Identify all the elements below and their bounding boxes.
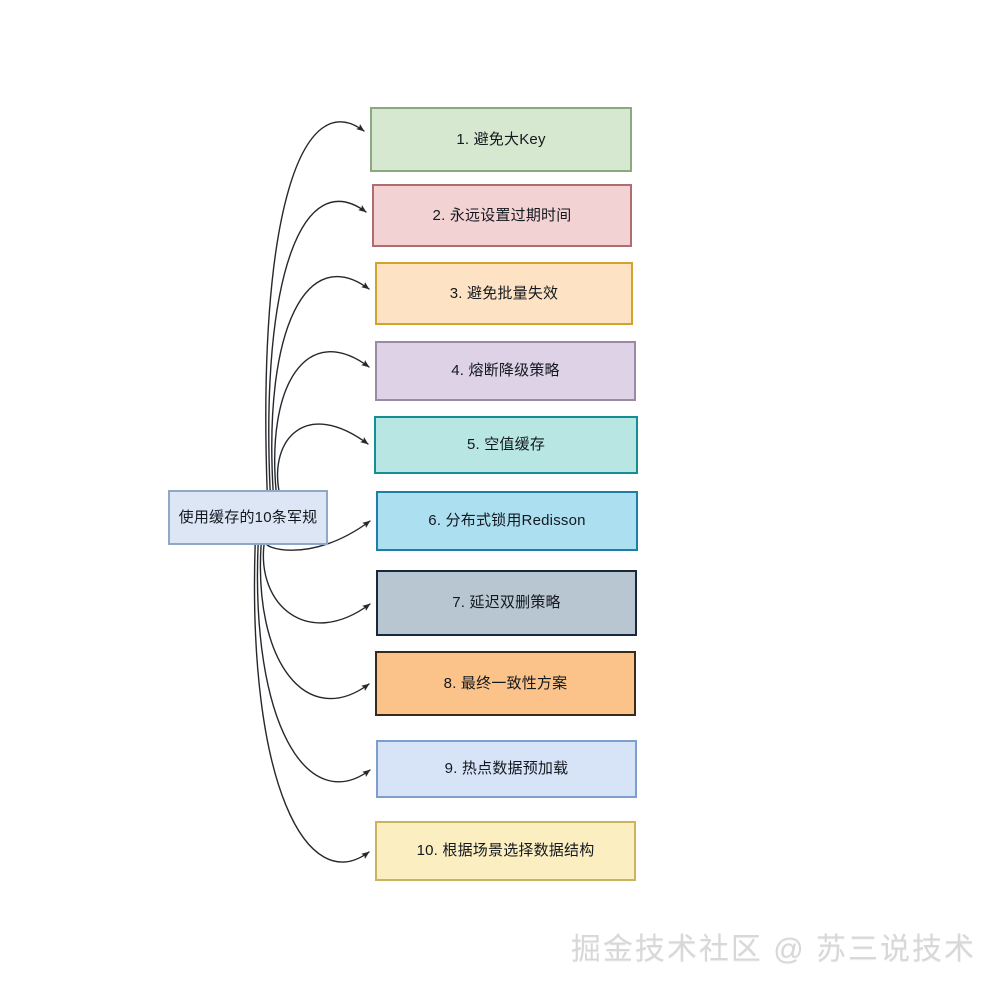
rule-node-label-10: 10. 根据场景选择数据结构 — [416, 842, 595, 860]
rule-node-1[interactable]: 1. 避免大Key — [370, 107, 632, 172]
edge-root-to-rule-3 — [271, 276, 370, 493]
rule-node-label-6: 6. 分布式锁用Redisson — [428, 512, 586, 530]
rule-node-label-7: 7. 延迟双删策略 — [452, 594, 561, 612]
root-node-label: 使用缓存的10条军规 — [178, 508, 318, 526]
rule-node-7[interactable]: 7. 延迟双删策略 — [376, 570, 637, 636]
rule-node-label-1: 1. 避免大Key — [456, 130, 546, 148]
rule-node-label-4: 4. 熔断降级策略 — [451, 362, 560, 380]
edge-root-to-rule-7 — [262, 542, 371, 624]
edge-root-to-rule-5 — [277, 423, 369, 493]
edge-root-to-rule-2 — [268, 200, 367, 493]
edge-root-to-rule-9 — [256, 542, 371, 783]
rule-node-9[interactable]: 9. 热点数据预加载 — [376, 740, 637, 798]
rule-node-3[interactable]: 3. 避免批量失效 — [375, 262, 633, 325]
rule-node-2[interactable]: 2. 永远设置过期时间 — [372, 184, 632, 247]
edge-root-to-rule-10 — [253, 542, 370, 863]
edge-root-to-rule-4 — [274, 351, 370, 493]
rule-node-5[interactable]: 5. 空值缓存 — [374, 416, 638, 474]
rule-node-8[interactable]: 8. 最终一致性方案 — [375, 651, 636, 716]
rule-node-4[interactable]: 4. 熔断降级策略 — [375, 341, 636, 401]
rule-node-10[interactable]: 10. 根据场景选择数据结构 — [375, 821, 636, 881]
rule-node-label-2: 2. 永远设置过期时间 — [432, 206, 572, 224]
rule-node-label-5: 5. 空值缓存 — [466, 436, 546, 454]
edge-root-to-rule-8 — [259, 542, 370, 700]
rule-node-label-9: 9. 热点数据预加载 — [444, 760, 569, 778]
watermark: 掘金技术社区 @ 苏三说技术 — [570, 933, 976, 966]
rule-node-label-8: 8. 最终一致性方案 — [443, 674, 568, 692]
edge-root-to-rule-1 — [265, 121, 365, 493]
rule-node-label-3: 3. 避免批量失效 — [449, 284, 559, 302]
root-node-cache-rules[interactable]: 使用缓存的10条军规 — [168, 490, 328, 545]
rule-node-6[interactable]: 6. 分布式锁用Redisson — [376, 491, 638, 551]
